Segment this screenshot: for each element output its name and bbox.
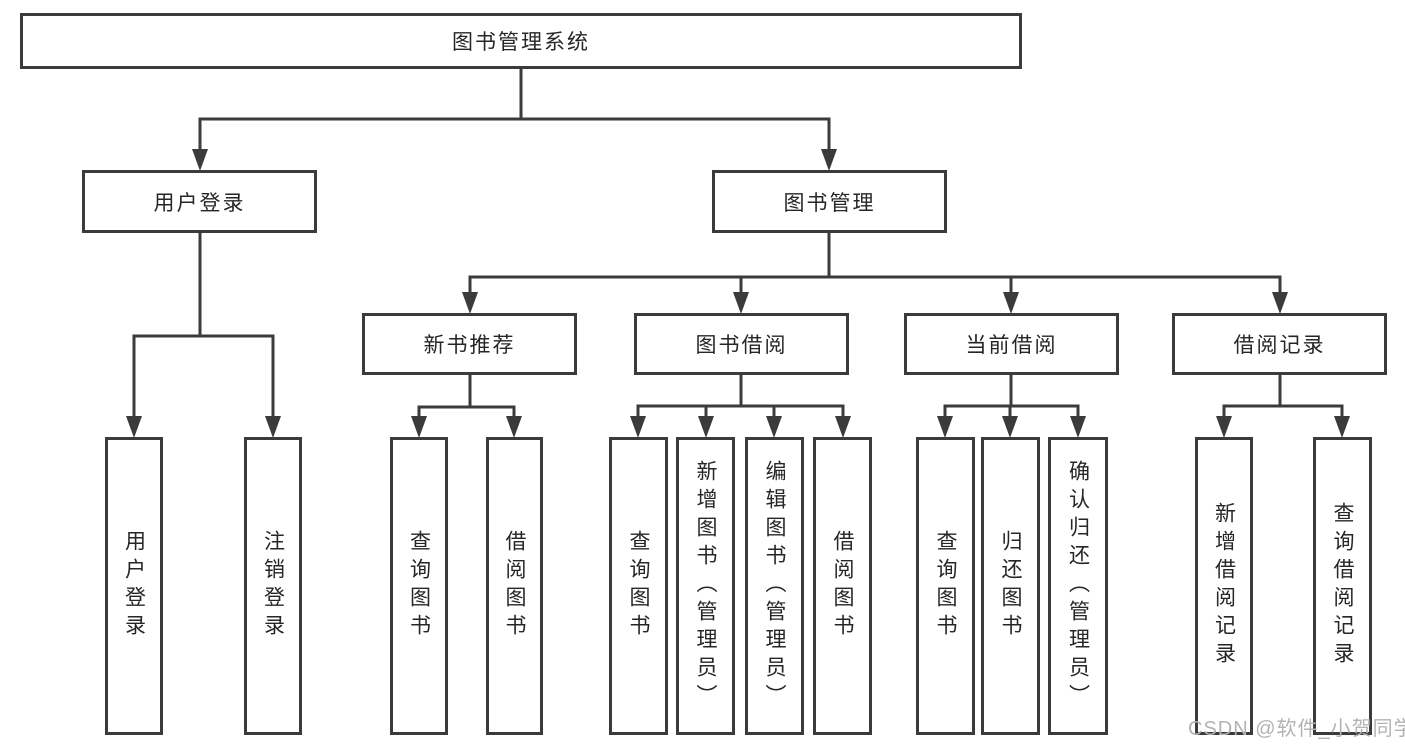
node-new-book-recommend: 新书推荐 (362, 313, 577, 375)
leaf-edit-books-admin-label: 编辑图书（管理员） (763, 460, 786, 712)
leaf-borrow-books-rec-label: 借阅图书 (503, 530, 526, 642)
leaf-add-borrow-record: 新增借阅记录 (1195, 437, 1253, 735)
leaf-return-books: 归还图书 (981, 437, 1040, 735)
leaf-user-login-label: 用户登录 (122, 530, 146, 642)
csdn-watermark: CSDN @软件_小贺同学 (1188, 718, 1405, 740)
leaf-query-books-rec-label: 查询图书 (407, 530, 431, 642)
leaf-query-books-borrow: 查询图书 (609, 437, 668, 735)
leaf-logout: 注销登录 (244, 437, 302, 735)
leaf-query-borrow-record-label: 查询借阅记录 (1331, 502, 1354, 670)
leaf-borrow-books-label: 借阅图书 (831, 530, 854, 642)
leaf-add-books-admin: 新增图书（管理员） (676, 437, 735, 735)
leaf-user-login: 用户登录 (105, 437, 163, 735)
leaf-return-books-label: 归还图书 (999, 530, 1022, 642)
leaf-confirm-return-admin-label: 确认归还（管理员） (1066, 460, 1090, 712)
leaf-confirm-return-admin: 确认归还（管理员） (1048, 437, 1108, 735)
node-borrow-records: 借阅记录 (1172, 313, 1387, 375)
node-book-borrowing: 图书借阅 (634, 313, 849, 375)
node-library-system: 图书管理系统 (20, 13, 1022, 69)
leaf-query-books-current: 查询图书 (916, 437, 975, 735)
leaf-add-borrow-record-label: 新增借阅记录 (1212, 502, 1236, 670)
leaf-logout-label: 注销登录 (261, 530, 285, 642)
leaf-query-books-borrow-label: 查询图书 (627, 530, 650, 642)
node-current-borrowing: 当前借阅 (904, 313, 1119, 375)
leaf-query-books-rec: 查询图书 (390, 437, 448, 735)
leaf-query-borrow-record: 查询借阅记录 (1313, 437, 1372, 735)
leaf-query-books-current-label: 查询图书 (934, 530, 957, 642)
node-user-login: 用户登录 (82, 170, 317, 233)
leaf-borrow-books-rec: 借阅图书 (486, 437, 543, 735)
leaf-edit-books-admin: 编辑图书（管理员） (745, 437, 804, 735)
leaf-add-books-admin-label: 新增图书（管理员） (694, 460, 717, 712)
node-book-management: 图书管理 (712, 170, 947, 233)
leaf-borrow-books: 借阅图书 (813, 437, 872, 735)
